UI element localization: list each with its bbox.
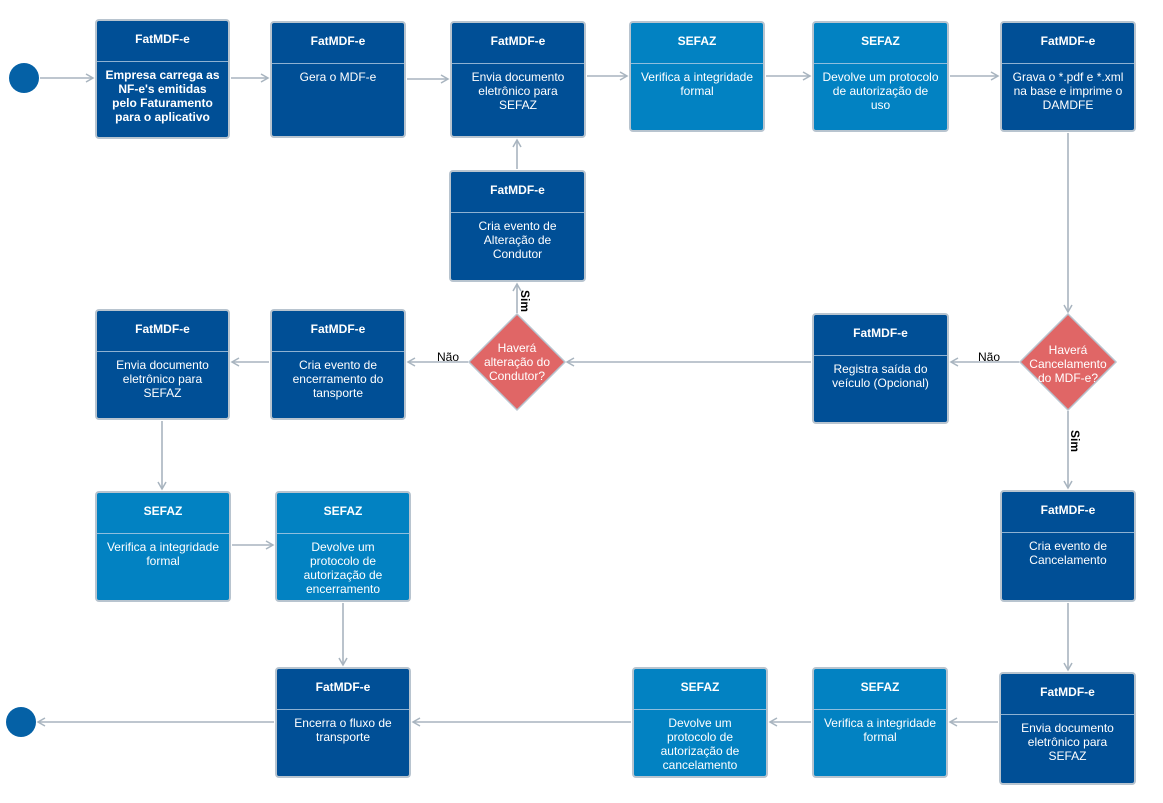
edge-label-cancelamento-nao: Não — [978, 350, 1001, 364]
lane-label: FatMDF-e — [814, 315, 947, 356]
step-evento-encerramento: FatMDF-e Cria evento de encerramento do … — [270, 309, 406, 420]
lane-label: FatMDF-e — [272, 311, 404, 352]
lane-label: FatMDF-e — [277, 669, 409, 710]
decision-text-cancelamento: Haverá Cancelamento do MDF-e? — [1029, 343, 1107, 385]
lane-label: SEFAZ — [814, 669, 946, 710]
step-gera-mdfe: FatMDF-e Gera o MDF-e — [270, 21, 406, 138]
step-devolve-protocolo-cancelamento: SEFAZ Devolve um protocolo de autorizaçã… — [632, 667, 768, 778]
step-text: Verifica a integridade formal — [640, 70, 754, 98]
lane-label: SEFAZ — [97, 493, 229, 534]
lane-label: FatMDF-e — [1001, 674, 1134, 715]
lane-label: FatMDF-e — [1002, 23, 1134, 64]
step-envia-documento: FatMDF-e Envia documento eletrônico para… — [450, 21, 586, 138]
step-verifica-integridade: SEFAZ Verifica a integridade formal — [629, 21, 765, 132]
step-evento-cancelamento: FatMDF-e Cria evento de Cancelamento — [1000, 490, 1136, 602]
step-text: Cria evento de Cancelamento — [1028, 539, 1108, 567]
lane-label: FatMDF-e — [272, 23, 404, 64]
edge-label-condutor-nao: Não — [437, 350, 460, 364]
lane-label: FatMDF-e — [97, 311, 228, 352]
lane-label: SEFAZ — [277, 493, 409, 534]
decision-diamond-cancelamento — [1018, 312, 1118, 412]
step-text: Devolve um protocolo de autorização de c… — [660, 716, 740, 772]
step-text: Devolve um protocolo de autorização de e… — [303, 540, 383, 596]
step-text: Devolve um protocolo de autorização de u… — [822, 70, 939, 112]
decision-diamond-condutor — [467, 312, 567, 412]
step-text: Gera o MDF-e — [299, 70, 377, 84]
step-text: Cria evento de encerramento do tansporte — [292, 358, 384, 400]
step-verifica-integridade-cancelamento: SEFAZ Verifica a integridade formal — [812, 667, 948, 778]
step-text: Verifica a integridade formal — [823, 716, 937, 744]
step-encerra-fluxo: FatMDF-e Encerra o fluxo de transporte — [275, 667, 411, 778]
lane-label: SEFAZ — [631, 23, 763, 64]
step-verifica-integridade-encerramento: SEFAZ Verifica a integridade formal — [95, 491, 231, 602]
lane-label: SEFAZ — [814, 23, 947, 64]
step-envia-documento-cancelamento: FatMDF-e Envia documento eletrônico para… — [999, 672, 1136, 785]
step-text: Grava o *.pdf e *.xml na base e imprime … — [1012, 70, 1124, 112]
step-text: Encerra o fluxo de transporte — [294, 716, 392, 744]
step-text: Verifica a integridade formal — [106, 540, 220, 568]
lane-label: FatMDF-e — [1002, 492, 1134, 533]
decision-text-condutor: Haverá alteração do Condutor? — [483, 341, 551, 383]
lane-label: FatMDF-e — [451, 172, 584, 213]
step-text: Registra saída do veículo (Opcional) — [832, 362, 929, 390]
step-grava-pdf-xml: FatMDF-e Grava o *.pdf e *.xml na base e… — [1000, 21, 1136, 132]
step-devolve-protocolo-encerramento: SEFAZ Devolve um protocolo de autorizaçã… — [275, 491, 411, 602]
step-carrega-nfe: FatMDF-e Empresa carrega as NF-e's emiti… — [95, 19, 230, 139]
step-evento-alteracao-condutor: FatMDF-e Cria evento de Alteração de Con… — [449, 170, 586, 282]
step-text: Envia documento eletrônico para SEFAZ — [116, 358, 209, 400]
lane-label: SEFAZ — [634, 669, 766, 710]
step-registra-saida: FatMDF-e Registra saída do veículo (Opci… — [812, 313, 949, 424]
step-text: Cria evento de Alteração de Condutor — [478, 219, 557, 261]
start-node — [9, 63, 39, 93]
lane-label: FatMDF-e — [452, 23, 584, 64]
step-envia-documento-encerramento: FatMDF-e Envia documento eletrônico para… — [95, 309, 230, 420]
step-text: Empresa carrega as NF-e's emitidas pelo … — [105, 68, 220, 124]
edge-label-condutor-sim: Sim — [518, 289, 533, 313]
step-devolve-protocolo-uso: SEFAZ Devolve um protocolo de autorizaçã… — [812, 21, 949, 132]
lane-label: FatMDF-e — [97, 21, 228, 62]
end-node — [6, 707, 36, 737]
step-text: Envia documento eletrônico para SEFAZ — [471, 70, 565, 112]
step-text: Envia documento eletrônico para SEFAZ — [1021, 721, 1114, 763]
edge-label-cancelamento-sim: Sim — [1068, 429, 1083, 453]
